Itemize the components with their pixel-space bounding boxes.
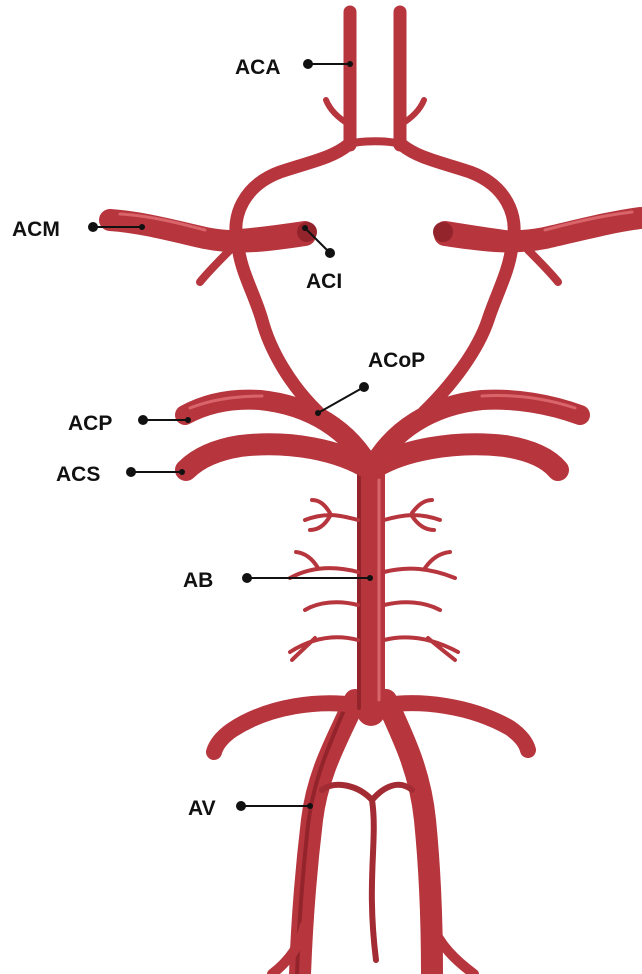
label-acm-text: ACM [12, 218, 60, 241]
anterior-cerebral-arteries [326, 12, 424, 145]
label-acop-text: ACoP [368, 349, 425, 372]
vertebral-arteries [272, 700, 474, 974]
label-acs-text: ACS [56, 463, 100, 486]
label-av: AV [188, 797, 313, 820]
label-ab-text: AB [183, 569, 213, 592]
label-aca-text: ACA [235, 56, 281, 79]
label-acop: ACoP [315, 349, 425, 416]
label-acp-text: ACP [68, 412, 112, 435]
arteries [110, 12, 640, 974]
basilar-artery [290, 470, 458, 712]
label-acs: ACS [56, 463, 185, 486]
label-ab: AB [183, 569, 373, 592]
posterior-communicating-arteries [238, 245, 512, 412]
middle-cerebral-arteries [110, 212, 640, 282]
label-aca: ACA [235, 56, 353, 79]
label-aci-text: ACI [306, 270, 342, 293]
internal-carotid-arteries [240, 222, 512, 242]
label-acp: ACP [68, 412, 191, 435]
label-av-text: AV [188, 797, 216, 820]
label-acop-leader [318, 387, 364, 413]
